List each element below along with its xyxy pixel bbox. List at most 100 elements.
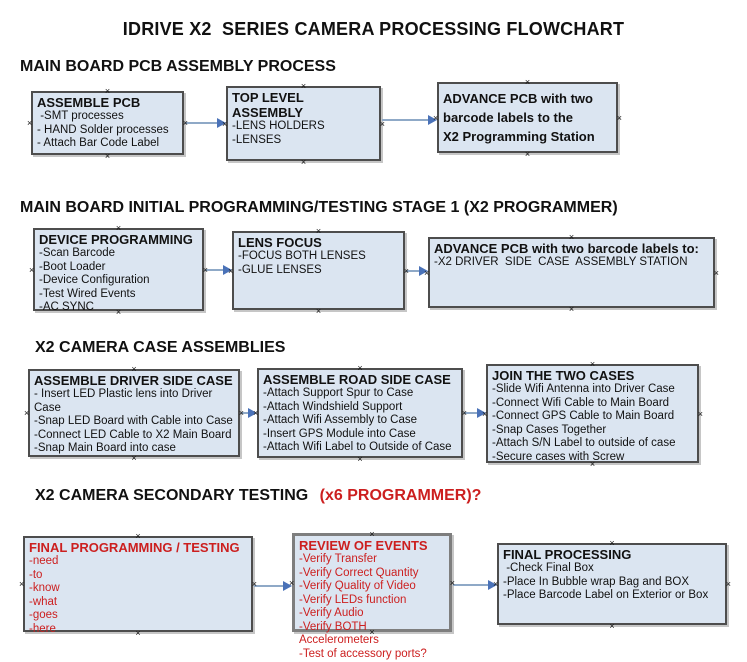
selection-handle-icon: × (104, 151, 111, 161)
box-item: -Insert GPS Module into Case (263, 427, 416, 440)
flow-arrow (241, 408, 257, 418)
box-title: FINAL PROCESSING (503, 547, 632, 562)
selection-handle-icon: × (315, 306, 322, 316)
selection-handle-icon: × (289, 577, 295, 588)
box-item: -Slide Wifi Antenna into Driver Case (492, 383, 675, 395)
box-item: -Check Final Box (503, 562, 594, 574)
selection-handle-icon: × (300, 81, 307, 91)
flow-arrow (464, 408, 486, 418)
box-item: -Snap LED Board with Cable into Case (34, 415, 233, 427)
arrow-line (185, 122, 217, 124)
flow-box-join-the-two-cases: ×××× JOIN THE TWO CASES -Slide Wifi Ante… (482, 360, 703, 469)
arrowhead-icon (428, 115, 437, 125)
box-item: -Test of accessory ports? (299, 647, 427, 660)
box-title: ASSEMBLE ROAD SIDE CASE (263, 372, 451, 387)
selection-handle-icon: × (29, 264, 35, 275)
selection-handle-icon: × (524, 77, 531, 87)
box-item: -Device Configuration (39, 274, 150, 286)
box-item: -Attach Wifi Assembly to Case (263, 414, 418, 426)
selection-handle-icon: × (115, 223, 122, 233)
box-item: - Insert LED Plastic lens into Driver Ca… (34, 388, 216, 414)
box-item: -Secure cases with Screw (492, 450, 625, 463)
box-title: DEVICE PROGRAMMING (39, 232, 193, 247)
arrow-line (406, 270, 419, 272)
box-item: -Attach Support Spur to Case (263, 387, 414, 399)
box-item: -to (29, 568, 43, 581)
box-item: - Attach Bar Code Label (37, 137, 160, 149)
box-item: -Verify BOTH Accelerometers (299, 620, 379, 647)
box-item: - HAND Solder processes (37, 123, 169, 136)
box-item: -AC SYNC (39, 301, 94, 313)
section-header-secondary-testing: X2 CAMERA SECONDARY TESTING (x6 PROGRAMM… (35, 487, 481, 505)
arrow-line (254, 585, 283, 587)
box-title: ASSEMBLE PCB (37, 95, 141, 110)
box-item: -Attach S/N Label to outside of case (492, 437, 676, 449)
flow-box-top-level-assembly: ×××× TOP LEVEL ASSEMBLY -LENS HOLDERS-LE… (222, 82, 385, 167)
box-title: ASSEMBLE DRIVER SIDE CASE (34, 373, 233, 388)
box-item: -Test Wired Events (39, 287, 136, 300)
selection-handle-icon: × (616, 112, 622, 123)
flow-box-assemble-road-side-case: ×××× ASSEMBLE ROAD SIDE CASE -Attach Sup… (253, 364, 467, 464)
selection-handle-icon: × (115, 307, 122, 317)
box-item: -need (29, 555, 59, 567)
box-title: JOIN THE TWO CASES (492, 368, 635, 383)
flow-box-device-programming: ×××× DEVICE PROGRAMMING -Scan Barcode-Bo… (29, 224, 208, 317)
section-header-case-assemblies: X2 CAMERA CASE ASSEMBLIES (35, 339, 286, 356)
arrowhead-icon (488, 580, 497, 590)
flow-arrow (205, 265, 232, 275)
box-item: -Scan Barcode (39, 247, 116, 259)
box-item: -GLUE LENSES (238, 263, 322, 276)
flow-box-review-of-events: ×××× REVIEW OF EVENTS -Verify Transfer-V… (289, 529, 455, 660)
selection-handle-icon: × (369, 627, 375, 637)
flow-box-advance-pcb-driver-side: ×××× ADVANCE PCB with two barcode labels… (424, 233, 719, 314)
flow-arrow (406, 266, 428, 276)
selection-handle-icon: × (424, 267, 430, 278)
flow-arrow (254, 581, 292, 591)
selection-handle-icon: × (449, 577, 455, 588)
selection-handle-icon: × (357, 454, 363, 464)
section-header-initial-programming: MAIN BOARD INITIAL PROGRAMMING/TESTING S… (20, 199, 618, 216)
selection-handle-icon: × (568, 232, 575, 242)
box-title: FINAL PROGRAMMING / TESTING (29, 540, 240, 555)
arrowhead-icon (248, 408, 257, 418)
selection-handle-icon: × (131, 364, 137, 374)
box-item: -Verify Transfer (299, 553, 377, 565)
selection-handle-icon: × (300, 157, 307, 167)
arrow-line (453, 584, 488, 586)
selection-handle-icon: × (202, 264, 208, 275)
arrowhead-icon (283, 581, 292, 591)
box-item: -FOCUS BOTH LENSES (238, 250, 366, 262)
selection-handle-icon: × (524, 149, 531, 159)
selection-handle-icon: × (251, 579, 257, 589)
box-item: -know (29, 582, 60, 594)
selection-handle-icon: × (433, 112, 439, 123)
box-item: -Connect Wifi Cable to Main Board (492, 396, 670, 409)
flow-box-assemble-pcb: ×××× ASSEMBLE PCB -SMT processes- HAND S… (27, 87, 188, 161)
box-item: -Attach Windshield Support (263, 400, 403, 413)
arrowhead-icon (477, 408, 486, 418)
box-item: -Snap Cases Together (492, 423, 607, 436)
box-item: -Place Barcode Label on Exterior or Box (503, 589, 709, 601)
selection-handle-icon: × (403, 265, 409, 276)
flow-arrow (382, 115, 437, 125)
selection-handle-icon: × (369, 529, 375, 539)
selection-handle-icon: × (379, 118, 385, 129)
box-item: -what (29, 595, 58, 608)
selection-handle-icon: × (228, 265, 234, 276)
arrow-line (241, 412, 248, 414)
box-item: -Verify Quality of Video (299, 580, 416, 592)
selection-handle-icon: × (19, 579, 25, 589)
arrow-line (464, 412, 477, 414)
selection-handle-icon: × (461, 408, 467, 418)
box-item: -here (29, 622, 56, 635)
selection-handle-icon: × (131, 453, 137, 463)
selection-handle-icon: × (697, 408, 703, 419)
box-item: -SMT processes (37, 110, 124, 122)
box-title: LENS FOCUS (238, 235, 322, 250)
box-item: -Verify LEDs function (299, 593, 407, 606)
selection-handle-icon: × (609, 621, 615, 631)
box-title: ADVANCE PCB with two barcode labels to: (434, 241, 699, 256)
section-header-text: X2 CAMERA SECONDARY TESTING (35, 487, 313, 504)
selection-handle-icon: × (315, 226, 322, 236)
section-header-pcb-assembly: MAIN BOARD PCB ASSEMBLY PROCESS (20, 58, 336, 75)
